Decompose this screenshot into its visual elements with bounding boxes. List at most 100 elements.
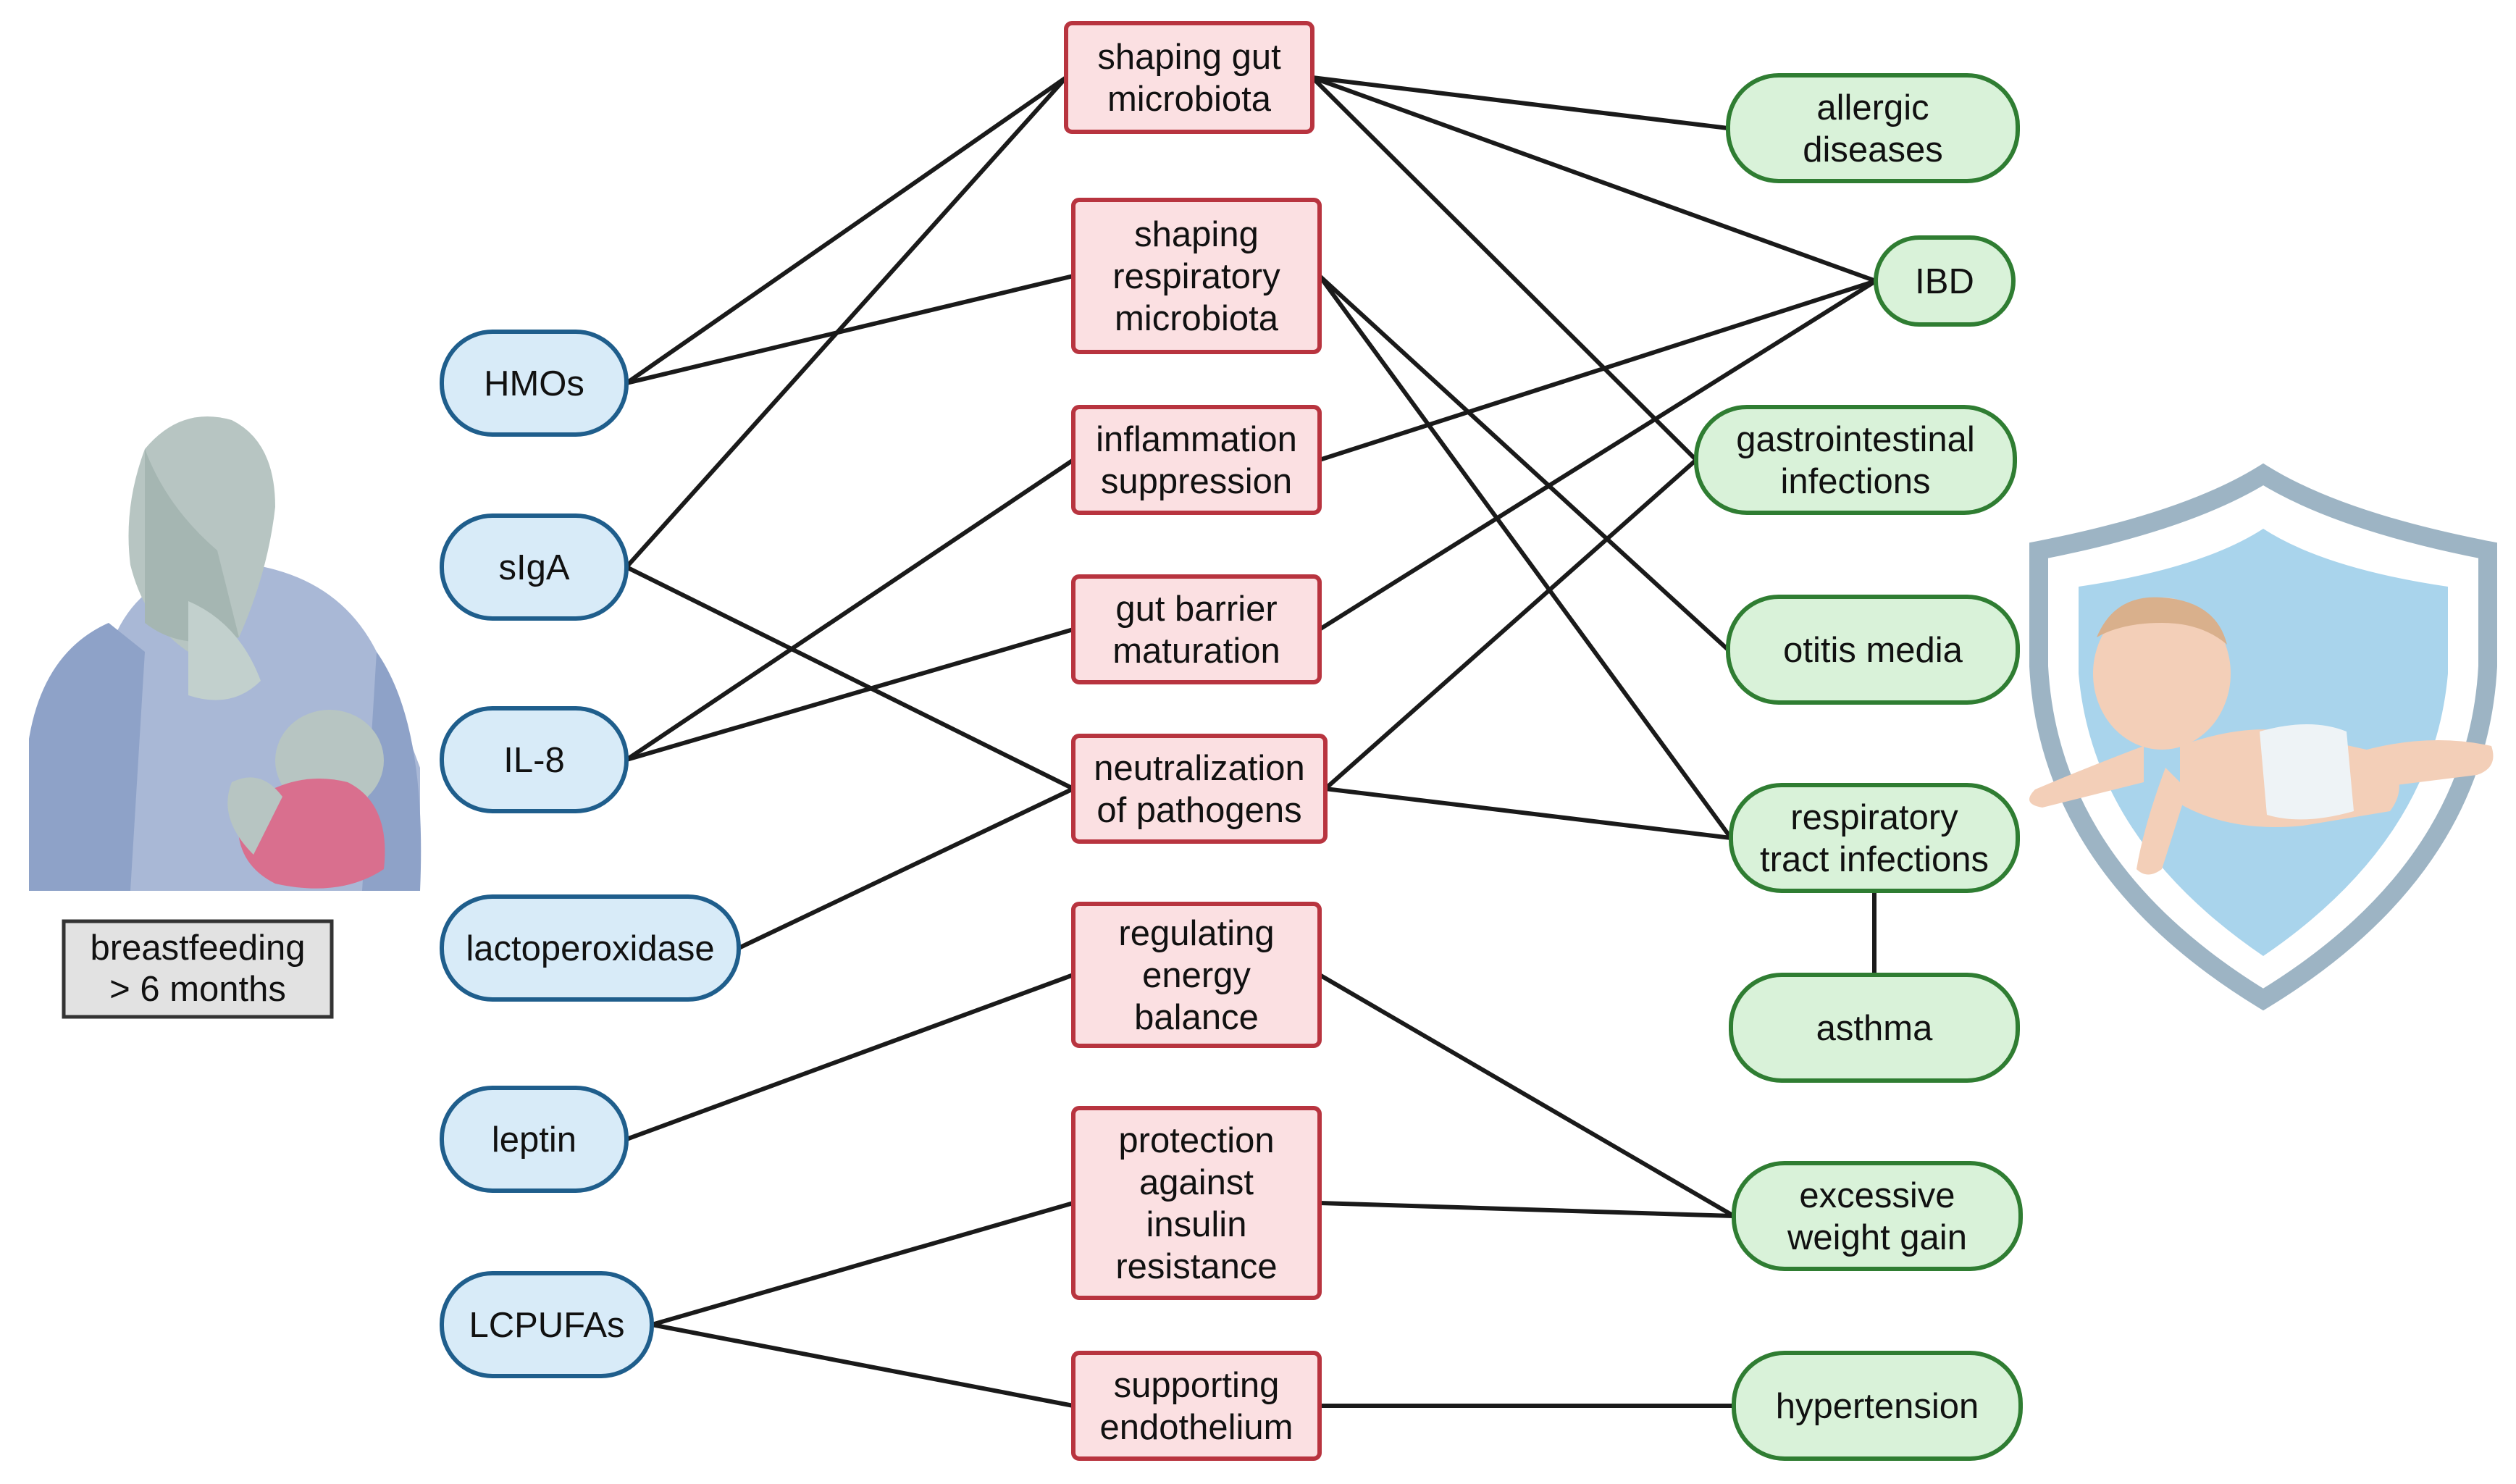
link-il8-to-gut-barrier [626,627,1074,762]
outcome-box [1726,73,2020,183]
mechanism-label: maturation [1112,632,1280,671]
component-label: sIgA [498,548,569,587]
outcome-label: respiratory [1790,798,1958,837]
component-node-il-8: IL-8 [440,706,629,813]
link-lactoperoxidase-to-neutralization [737,787,1075,950]
outcome-label: gastrointestinal [1736,420,1975,459]
link-lcpufas-to-insulin [651,1201,1074,1327]
component-node-siga: sIgA [440,513,629,621]
link-siga-to-neutralization [625,565,1075,791]
outcome-label: weight gain [1787,1218,1967,1257]
outcome-box [1729,973,2020,1083]
link-hmos-to-gut-micro [625,75,1068,385]
outcome-box [1874,235,2016,327]
component-box [440,330,629,437]
outcome-label: infections [1780,462,1930,501]
component-label: IL-8 [503,741,564,780]
component-box [440,513,629,621]
link-hmos-to-resp-micro [626,274,1074,385]
component-node-leptin: leptin [440,1086,629,1193]
outcome-label: tract infections [1760,840,1989,879]
component-label: lactoperoxidase [466,929,714,968]
link-insulin-to-weight [1319,1201,1735,1218]
component-node-hmos: HMOs [440,330,629,437]
mechanism-label: shaping [1134,215,1259,254]
link-resp-micro-to-rti [1317,274,1733,839]
mechanism-box [1064,21,1314,134]
mechanism-label: inflammation [1096,420,1297,459]
outcome-label: diseases [1803,130,1942,169]
mechanism-box [1071,1106,1322,1300]
outcome-node-asthma: asthma [1729,973,2020,1083]
mechanism-label: protection [1118,1121,1274,1160]
outcome-box [1732,1351,2023,1461]
link-gut-barrier-to-ibd [1318,279,1877,632]
mechanism-label: regulating [1118,914,1274,953]
baby-icon [2029,597,2494,875]
outcome-label: excessive [1799,1176,1955,1215]
mechanism-label: supporting [1114,1366,1280,1405]
outcome-node-otitis-media: otitis media [1726,595,2020,705]
mechanism-label: respiratory [1112,257,1280,296]
link-gut-micro-to-allergic [1312,75,1729,130]
diagram-nodes: HMOs sIgA IL-8 lactoperoxidase leptinLCPUFAs… [440,21,2023,1461]
mechanism-label: of pathogens [1096,791,1301,830]
component-label: LCPUFAs [469,1306,624,1345]
source-label-line-2: > 6 months [109,970,286,1009]
component-label: HMOs [484,364,584,403]
outcome-node-ibd: IBD [1874,235,2016,327]
mechanism-box [1071,405,1322,515]
component-box [440,706,629,813]
mechanism-box [1071,574,1322,684]
outcome-label: IBD [1915,262,1974,301]
link-neutralization-to-rti [1325,787,1732,840]
component-box [440,894,741,1002]
mechanism-label: against [1139,1163,1254,1202]
connection-lines [624,75,1877,1408]
mechanism-label: microbiota [1115,299,1279,338]
link-gut-micro-to-gi-inf [1310,75,1698,462]
mechanism-label: suppression [1101,462,1292,501]
link-resp-micro-to-otitis [1317,274,1730,652]
mechanism-label: balance [1134,998,1259,1037]
mechanism-label: shaping gut [1097,38,1281,77]
component-node-lactoperoxidase: lactoperoxidase [440,894,741,1002]
outcome-box [1732,1161,2023,1271]
outcome-node-hypertension: hypertension [1732,1351,2023,1461]
outcome-box [1694,405,2017,515]
mechanism-box [1071,902,1322,1048]
outcome-label: otitis media [1783,631,1963,670]
breastfeeding-mother-icon [29,416,422,891]
mechanism-label: insulin [1146,1205,1247,1244]
outcome-box [1729,783,2020,893]
link-gut-micro-to-ibd [1311,75,1877,283]
mechanism-box [1071,734,1328,844]
mechanism-label: microbiota [1107,80,1272,119]
source-label-box: breastfeeding > 6 months [62,919,334,1019]
mechanism-label: neutralization [1094,749,1304,788]
outcome-label: allergic [1816,88,1929,127]
link-lcpufas-to-endothelium [651,1322,1074,1408]
source-label-line-1: breastfeeding [91,928,306,968]
link-energy-to-weight [1318,973,1735,1218]
mechanism-label: endothelium [1100,1408,1293,1447]
mechanism-label: resistance [1115,1247,1277,1286]
mechanism-label: gut barrier [1115,590,1277,629]
mechanism-box [1071,1351,1322,1461]
link-neutralization-to-gi-inf [1324,458,1698,791]
link-inflammation-to-ibd [1319,279,1876,462]
component-box [440,1086,629,1193]
